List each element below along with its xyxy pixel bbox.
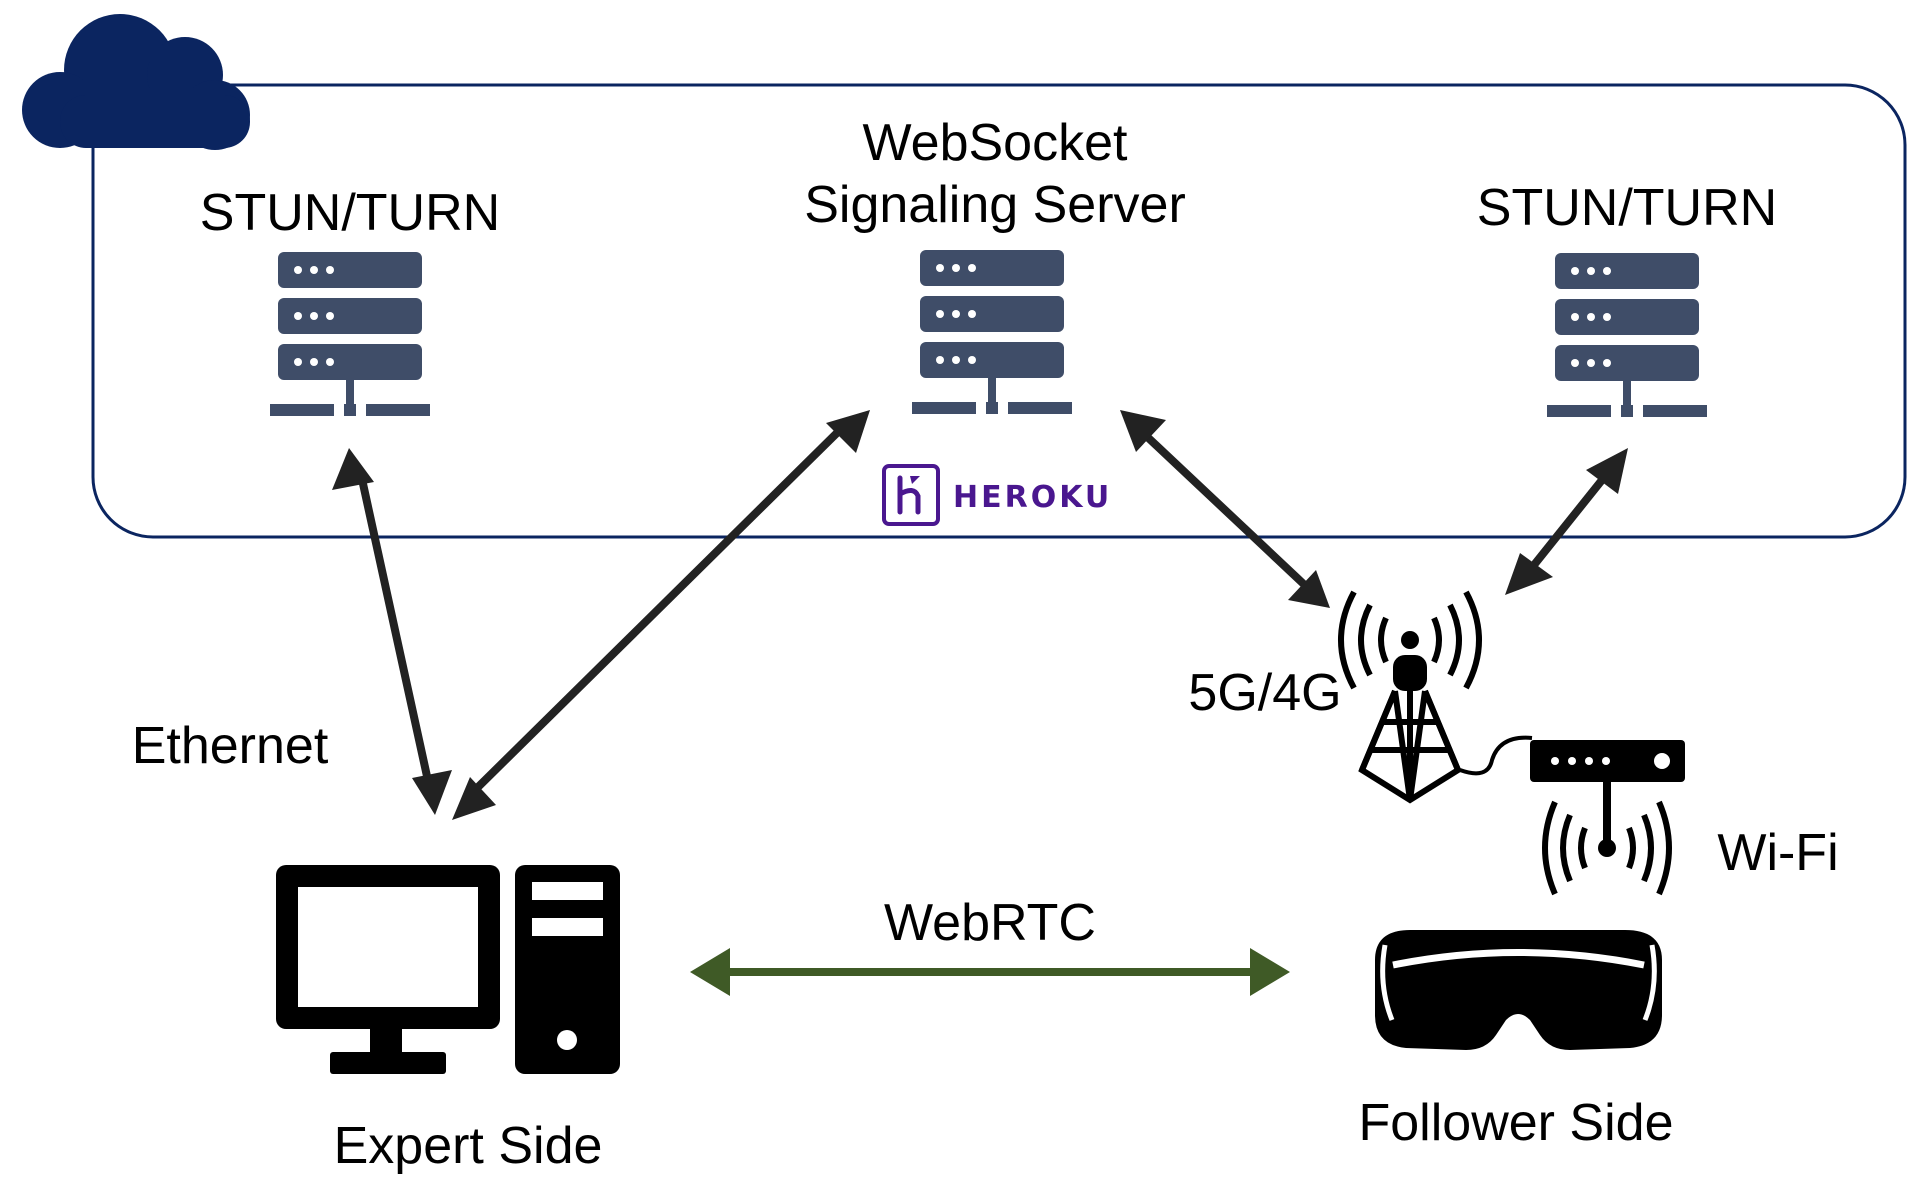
cloud-icon [22, 14, 250, 150]
arrow-signaling-expert [452, 410, 870, 820]
wifi-router-icon [1530, 740, 1685, 896]
signaling-label-line1: WebSocket [863, 114, 1129, 172]
arrow-webrtc [690, 948, 1290, 996]
server-icon [270, 252, 430, 416]
follower-label: Follower Side [1358, 1094, 1673, 1152]
cell-tower-icon [1338, 590, 1482, 804]
server-icon [1547, 253, 1707, 417]
arrow-signaling-tower [1120, 410, 1330, 608]
desktop-computer-icon [276, 865, 620, 1074]
expert-label: Expert Side [334, 1117, 603, 1175]
server-icon [912, 250, 1072, 414]
vr-headset-icon [1375, 930, 1662, 1050]
signaling-label-line2: Signaling Server [804, 176, 1186, 234]
wifi-label: Wi-Fi [1717, 824, 1838, 882]
tower-label: 5G/4G [1188, 664, 1341, 722]
heroku-label: HEROKU [953, 480, 1112, 515]
stun-left-label: STUN/TURN [200, 184, 500, 242]
ethernet-label: Ethernet [132, 717, 329, 775]
cloud-boundary [91, 83, 1907, 539]
router-cable [1459, 735, 1533, 776]
arrow-stun-left-expert [332, 448, 452, 815]
arrow-stun-right-tower [1505, 448, 1628, 595]
heroku-logo-icon [882, 464, 940, 526]
stun-right-label: STUN/TURN [1477, 179, 1777, 237]
webrtc-label: WebRTC [884, 894, 1096, 952]
